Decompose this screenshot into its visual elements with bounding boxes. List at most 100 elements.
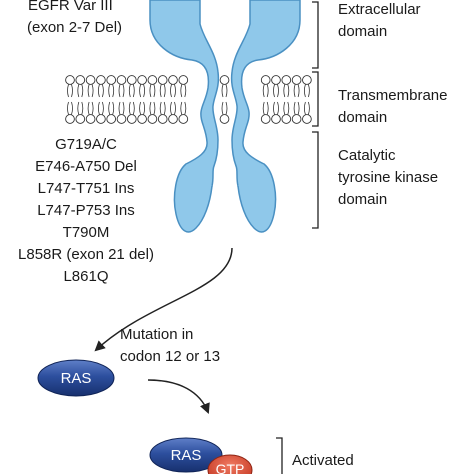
lipid-head — [302, 75, 312, 85]
lipid-tail — [71, 84, 73, 98]
gtp-label: GTP — [216, 461, 245, 474]
lipid-head — [178, 75, 189, 85]
lipid-head — [85, 114, 96, 124]
mutation-item: L861Q — [63, 268, 109, 285]
lipid-tail — [293, 84, 296, 98]
lipid-tail — [266, 101, 269, 115]
lipid-tail — [308, 84, 310, 98]
lipid-head — [157, 75, 168, 85]
lipid-tail — [108, 84, 111, 98]
lipid-head — [75, 114, 86, 124]
bracket-kinase — [312, 131, 319, 229]
lipid-head — [65, 75, 75, 85]
lipid-tail — [112, 84, 115, 98]
lipid-tail — [132, 101, 135, 115]
mutation-item: G719A/C — [55, 136, 117, 153]
lipid-tail — [108, 101, 111, 115]
lipid-tail — [277, 84, 279, 98]
lipid-tail — [128, 84, 131, 98]
lipid-tail — [102, 84, 104, 98]
lipid-tail — [170, 84, 172, 98]
lipid-head — [147, 114, 158, 124]
lipid-tail — [304, 101, 306, 115]
lipid-tail — [112, 101, 115, 115]
lipid-tail — [102, 101, 104, 115]
lipid-tail — [174, 84, 176, 98]
domain-kinase-line3: domain — [338, 191, 388, 208]
lipid-tail — [67, 84, 69, 98]
lipid-tail — [91, 84, 94, 98]
lipid-tail — [91, 101, 94, 115]
lipid-head — [65, 114, 75, 124]
lipid-head — [116, 114, 127, 124]
mutation-item: L747-T751 Ins — [37, 180, 135, 197]
lipid-tail — [304, 84, 306, 98]
lipid-tail — [174, 101, 176, 115]
ras-protein — [37, 359, 115, 397]
lipid-tail — [266, 84, 269, 98]
lipid-tail — [87, 84, 90, 98]
lipid-head — [281, 114, 292, 124]
domain-kinase-line2: tyrosine kinase — [338, 169, 439, 186]
lipid-tail — [81, 84, 84, 98]
lipid-tail — [159, 101, 162, 115]
arrow-to-ras — [94, 247, 233, 352]
lipid-tail — [118, 101, 121, 115]
arrow-to-active-ras — [147, 379, 210, 414]
lipid-head — [137, 75, 147, 85]
domain-transmembrane-line1: Transmembrane — [338, 87, 448, 104]
lipid-tail — [67, 101, 69, 115]
domain-extracellular-line2: domain — [338, 23, 388, 40]
lipid-tail — [297, 101, 300, 115]
mutation-item: L858R (exon 21 del) — [18, 246, 154, 263]
variant-label-line2: (exon 2-7 Del) — [27, 19, 123, 36]
lipid-head — [157, 114, 168, 124]
lipid-head — [96, 75, 106, 85]
lipid-tail — [139, 84, 141, 98]
lipid-tail — [293, 101, 296, 115]
gtp-molecule — [207, 454, 253, 474]
kinase-domain-left — [173, 163, 213, 233]
mutation-item: L747-P753 Ins — [37, 202, 135, 219]
lipid-tail — [149, 84, 152, 98]
lipid-tail — [77, 84, 80, 98]
lipid-head — [116, 75, 127, 85]
lipid-tail — [221, 84, 224, 98]
lipid-head — [219, 114, 230, 124]
bracket-extracellular — [312, 1, 319, 69]
lipid-tail — [143, 101, 145, 115]
cell-membrane — [65, 75, 312, 124]
mutation-item: E746-A750 Del — [35, 158, 137, 175]
lipid-tail — [87, 101, 90, 115]
lipid-tail — [273, 84, 275, 98]
lipid-head — [137, 114, 147, 124]
lipid-head — [281, 75, 292, 85]
lipid-head — [291, 75, 302, 85]
lipid-tail — [77, 101, 80, 115]
lipid-tail — [283, 101, 286, 115]
lipid-tail — [71, 101, 73, 115]
lipid-tail — [283, 84, 286, 98]
lipid-tail — [143, 84, 145, 98]
lipid-head — [291, 114, 302, 124]
lipid-tail — [225, 84, 228, 98]
lipid-tail — [163, 101, 166, 115]
lipid-tail — [277, 101, 279, 115]
activated-label: Activated — [292, 452, 354, 469]
lipid-tail — [153, 84, 156, 98]
lipid-tail — [308, 101, 310, 115]
lipid-tail — [297, 84, 300, 98]
lipid-head — [168, 75, 178, 85]
lipid-tail — [163, 84, 166, 98]
lipid-head — [271, 75, 281, 85]
lipid-tail — [153, 101, 156, 115]
ras-note-line1: Mutation in — [120, 326, 194, 343]
lipid-head — [106, 114, 117, 124]
domain-extracellular-line1: Extracellular — [338, 1, 421, 18]
lipid-tail — [287, 101, 290, 115]
mutation-item: T790M — [62, 224, 110, 241]
lipid-head — [260, 75, 271, 85]
lipid-tail — [81, 101, 84, 115]
bracket-transmembrane — [312, 71, 319, 127]
